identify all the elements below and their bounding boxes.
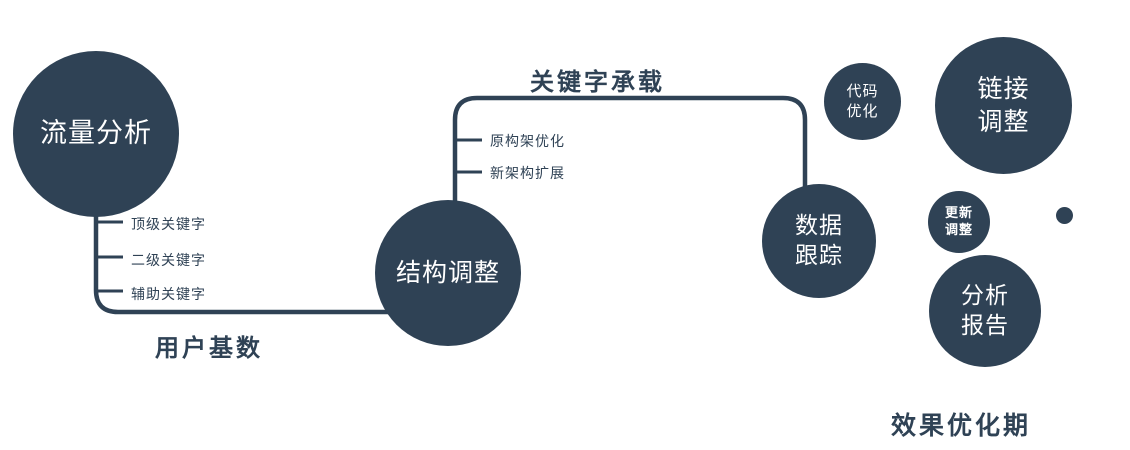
node-data-tracking: 数据 跟踪: [762, 184, 876, 298]
branch-label-original-architecture: 原构架优化: [490, 133, 565, 149]
branch-label-new-architecture: 新架构扩展: [490, 165, 565, 181]
node-update-adjustment: 更新 调整: [928, 191, 990, 253]
node-link-adjustment: 链接 调整: [935, 37, 1072, 174]
node-analysis-report: 分析 报告: [929, 255, 1041, 367]
edge-label-user-base: 用户基数: [155, 335, 263, 362]
caption-effect-optimization-period: 效果优化期: [891, 412, 1032, 440]
node-traffic-analysis: 流量分析: [13, 51, 179, 217]
branch-label-auxiliary-keywords: 辅助关键字: [131, 286, 206, 302]
branch-label-top-keywords: 顶级关键字: [131, 216, 206, 232]
branch-label-secondary-keywords: 二级关键字: [131, 252, 206, 268]
bullet-dot: [1056, 207, 1073, 224]
node-structure-adjustment: 结构调整: [375, 200, 521, 346]
connector-structure-to-data: [452, 95, 808, 205]
edge-label-keyword-bearing: 关键字承载: [530, 69, 665, 96]
node-code-optimization: 代码 优化: [824, 63, 901, 140]
